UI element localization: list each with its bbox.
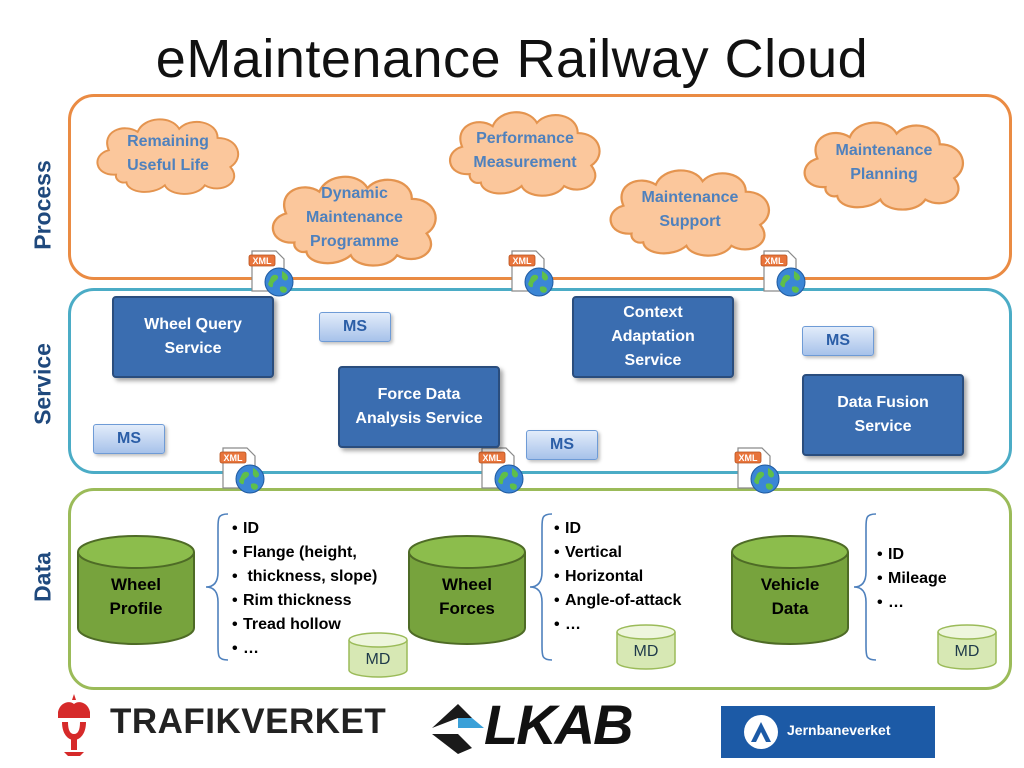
wheel-profile-attributes: ID Flange (height, thickness, slope) Rim…	[232, 517, 377, 661]
cloud-label: Dynamic Maintenance Programme	[306, 185, 403, 250]
list-item: ID	[554, 517, 681, 541]
svg-text:XML: XML	[224, 453, 244, 463]
service-data-fusion: Data Fusion Service	[802, 374, 964, 456]
wheel-forces-attributes: ID Vertical Horizontal Angle-of-attack …	[554, 517, 681, 637]
trafikverket-logo: TRAFIKVERKET	[50, 690, 386, 762]
service-wheel-query: Wheel Query Service	[112, 296, 274, 378]
list-item: …	[877, 591, 947, 615]
lkab-logo: LKAB	[428, 693, 638, 758]
cylinder-shape	[77, 535, 195, 645]
xml-globe-icon: XML	[758, 247, 810, 299]
left-brace	[205, 513, 229, 661]
xml-globe-graphic: XML	[508, 250, 554, 297]
cylinder-shape	[937, 624, 997, 670]
xml-globe-graphic: XML	[478, 447, 524, 494]
xml-globe-icon: XML	[476, 444, 528, 496]
data-row-label: Data	[29, 552, 56, 602]
list-item: ID	[232, 517, 377, 541]
cloud-performance-measurement: Performance Measurement	[440, 104, 610, 198]
cloud-maintenance-support: Maintenance Support	[600, 162, 780, 258]
cloud-dynamic-maintenance-programme: Dynamic Maintenance Programme	[262, 168, 447, 268]
xml-globe-icon: XML	[732, 444, 784, 496]
service-context-adaptation: Context Adaptation Service	[572, 296, 734, 378]
list-item: Tread hollow	[232, 613, 377, 637]
left-brace	[853, 513, 877, 661]
list-item: Angle-of-attack	[554, 589, 681, 613]
service-row-label: Service	[29, 343, 56, 425]
cloud-shape	[448, 111, 601, 197]
list-item: Rim thickness	[232, 589, 377, 613]
xml-globe-icon: XML	[246, 247, 298, 299]
cloud-shape	[609, 169, 770, 257]
service-force-data-analysis: Force Data Analysis Service	[338, 366, 500, 448]
vehicle-data-attributes: ID Mileage …	[877, 543, 947, 615]
svg-text:XML: XML	[739, 453, 759, 463]
datastore-label: Wheel Profile	[109, 575, 163, 618]
svg-text:XML: XML	[483, 453, 503, 463]
left-brace	[529, 513, 553, 661]
list-item: …	[232, 637, 377, 661]
ms-box: MS	[319, 312, 391, 342]
data-band	[68, 488, 1012, 690]
list-item: Flange (height,	[232, 541, 377, 565]
xml-globe-graphic: XML	[219, 447, 265, 494]
list-item: Horizontal	[554, 565, 681, 589]
xml-globe-icon: XML	[506, 247, 558, 299]
jernbaneverket-wordmark: Jernbaneverket	[787, 722, 891, 738]
ms-box: MS	[802, 326, 874, 356]
trafikverket-wordmark: TRAFIKVERKET	[110, 702, 387, 741]
md-cylinder: MD	[937, 624, 997, 670]
svg-text:XML: XML	[765, 256, 785, 266]
jernbaneverket-logo: Jernbaneverket	[721, 706, 935, 758]
cloud-shape	[803, 121, 964, 211]
cylinder-shape	[408, 535, 526, 645]
md-label: MD	[954, 643, 980, 660]
process-row-label: Process	[29, 160, 56, 250]
datastore-wheel-forces: Wheel Forces	[407, 534, 527, 646]
lkab-wordmark: LKAB	[484, 693, 634, 756]
xml-globe-graphic: XML	[734, 447, 780, 494]
cloud-label: Maintenance Planning	[835, 142, 933, 183]
list-item: thickness, slope)	[232, 565, 377, 589]
datastore-label: Wheel Forces	[439, 575, 495, 618]
ms-box: MS	[526, 430, 598, 460]
cloud-label: Performance Measurement	[473, 130, 577, 171]
ms-box: MS	[93, 424, 165, 454]
cloud-shape	[96, 118, 240, 195]
cloud-label: Remaining Useful Life	[127, 133, 209, 174]
cloud-shape	[271, 175, 437, 267]
list-item: ID	[877, 543, 947, 567]
lkab-mark-icon	[432, 704, 484, 754]
cloud-remaining-useful-life: Remaining Useful Life	[88, 112, 248, 196]
list-item: Mileage	[877, 567, 947, 591]
crown-emblem-icon	[58, 694, 90, 756]
md-label: MD	[633, 643, 659, 660]
cloud-maintenance-planning: Maintenance Planning	[794, 114, 974, 212]
datastore-wheel-profile: Wheel Profile	[76, 534, 196, 646]
xml-globe-graphic: XML	[760, 250, 806, 297]
cylinder-shape	[731, 535, 849, 645]
jernbaneverket-mark-icon	[744, 715, 778, 749]
datastore-label: Vehicle Data	[760, 575, 820, 618]
list-item: Vertical	[554, 541, 681, 565]
svg-text:XML: XML	[513, 256, 533, 266]
slide-title: eMaintenance Railway Cloud	[155, 29, 869, 89]
list-item: …	[554, 613, 681, 637]
xml-globe-graphic: XML	[248, 250, 294, 297]
svg-text:XML: XML	[253, 256, 273, 266]
datastore-vehicle-data: Vehicle Data	[730, 534, 850, 646]
xml-globe-icon: XML	[217, 444, 269, 496]
cloud-label: Maintenance Support	[641, 189, 739, 230]
